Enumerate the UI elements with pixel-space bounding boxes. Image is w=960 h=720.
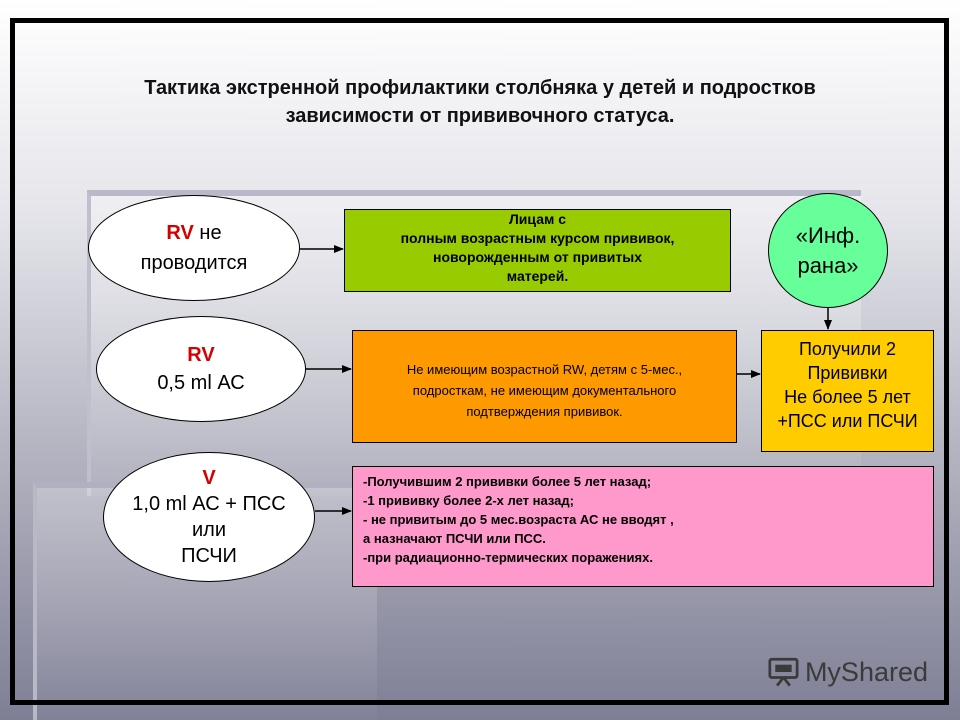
oval-rv-not-done: RV не проводится <box>88 195 300 301</box>
box-two-vaccinations-line: Не более 5 лет <box>784 387 911 407</box>
oval-v-dose-line3: или <box>191 519 226 541</box>
oval-v-dose-line2: 1,0 ml АС + ПСС <box>132 493 286 515</box>
oval-rv-not-done-line1: RV не <box>166 218 221 248</box>
title-line-2: зависимости от прививочного статуса. <box>285 105 675 127</box>
oval-rv-dose-line2: 0,5 ml АС <box>157 372 245 394</box>
box-full-course-line: Лицам с <box>508 211 567 227</box>
box-two-vaccinations-line: Прививки <box>807 363 888 383</box>
slide-title: Тактика экстренной профилактики столбняк… <box>40 74 920 130</box>
box-conditions-line: -при радиационно-термических поражениях. <box>363 550 653 565</box>
oval-rv-not-done-line2: проводится <box>140 252 248 274</box>
watermark-logo: MyShared <box>768 652 928 692</box>
box-conditions-line: -Получившим 2 прививки более 5 лет назад… <box>363 474 652 489</box>
oval-rv-dose: RV 0,5 ml АС <box>96 316 306 422</box>
circle-infected-wound-line2: рана» <box>797 252 859 278</box>
box-two-vaccinations: Получили 2 Прививки Не более 5 лет +ПСС … <box>761 330 934 452</box>
oval-rv-dose-line1: RV <box>187 344 215 366</box>
slide-frame <box>10 18 949 705</box>
box-conditions-list: -Получившим 2 прививки более 5 лет назад… <box>352 466 934 587</box>
box-no-documentation: Не имеющим возрастной RW, детям с 5-мес.… <box>352 330 737 443</box>
box-no-documentation-line: Не имеющим возрастной RW, детям с 5-мес.… <box>406 362 683 377</box>
box-conditions-line: - не привитым до 5 мес.возраста АС не вв… <box>363 512 674 527</box>
box-no-documentation-line: подтверждения прививок. <box>466 404 623 419</box>
box-two-vaccinations-line: +ПСС или ПСЧИ <box>777 411 918 431</box>
oval-v-dose: V 1,0 ml АС + ПСС или ПСЧИ <box>103 452 315 582</box>
oval-v-dose-line4: ПСЧИ <box>181 545 237 567</box>
rv-suffix: не <box>193 222 222 244</box>
circle-infected-wound-line1: «Инф. <box>795 222 861 248</box>
logo-text: MyShared <box>804 656 928 687</box>
circle-infected-wound: «Инф. рана» <box>768 193 888 308</box>
box-conditions-line: -1 прививку более 2-х лет назад; <box>363 493 574 508</box>
box-full-course-line: новорожденным от привитых <box>433 249 642 265</box>
box-full-course-line: матерей. <box>506 268 569 284</box>
oval-v-dose-line1: V <box>202 467 216 489</box>
box-conditions-line: а назначают ПСЧИ или ПСС. <box>363 531 546 546</box>
box-full-course-line: полным возрастным курсом прививок, <box>400 230 675 246</box>
rv-label: RV <box>166 222 194 244</box>
presentation-icon <box>768 657 799 687</box>
box-no-documentation-line: подросткам, не имеющим документального <box>412 383 677 398</box>
box-two-vaccinations-line: Получили 2 <box>798 339 897 359</box>
box-full-course: Лицам с полным возрастным курсом прививо… <box>344 209 731 292</box>
title-line-1: Тактика экстренной профилактики столбняк… <box>144 77 816 99</box>
